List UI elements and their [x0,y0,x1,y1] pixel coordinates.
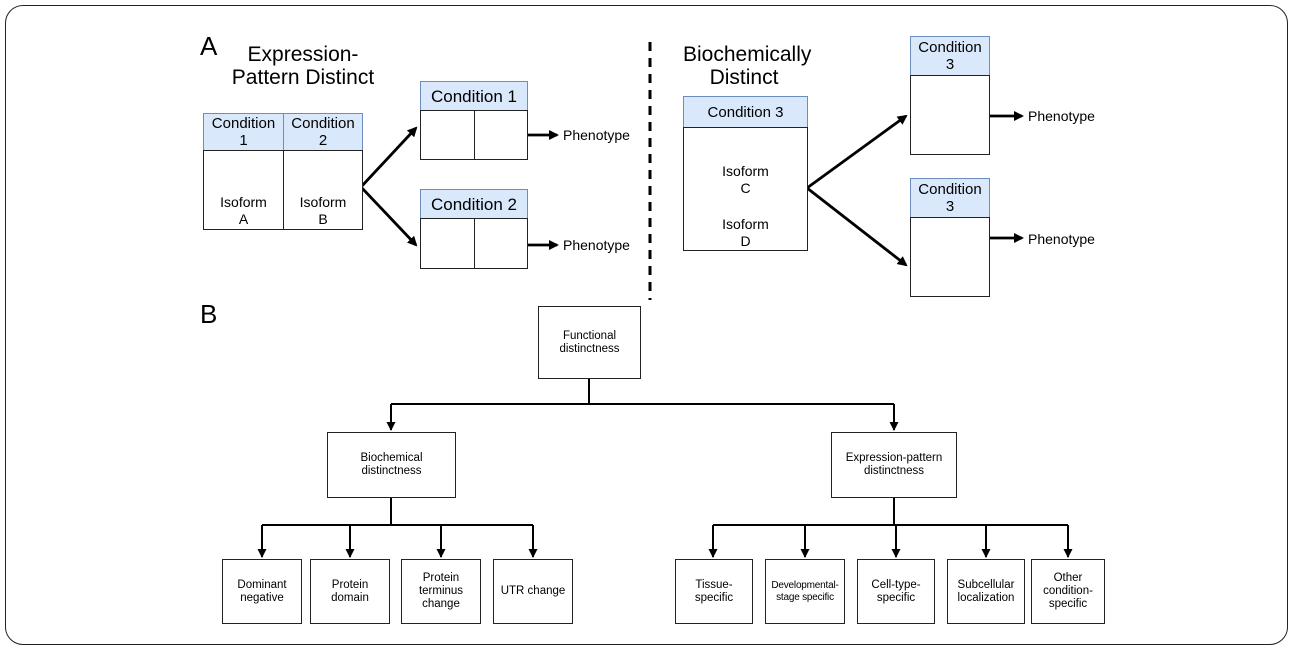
condition-1-cell-a [420,110,475,160]
condition-1-header: Condition 1 [203,113,284,151]
isoform-a-cell [203,150,284,230]
functional-distinctness-node: Functional distinctness [538,306,641,379]
condition-3-bottom-header: Condition 3 [910,178,990,218]
condition-3-header: Condition 3 [683,96,808,128]
dominant-negative-node: Dominant negative [222,559,302,624]
phenotype-label: Phenotype [1028,108,1095,124]
subcellular-localization-node: Subcellular localization [947,559,1025,624]
protein-terminus-change-node: Protein terminus change [401,559,481,624]
isoform-c-label: Isoform C [722,163,769,196]
panel-a-letter: A [200,31,218,61]
phenotype-label: Phenotype [1028,231,1095,247]
expression-pattern-title: Expression- Pattern Distinct [231,43,375,89]
tissue-specific-node: Tissue- specific [675,559,753,624]
isoform-d-label: Isoform D [722,216,769,249]
biochemically-distinct-title: Biochemically Distinct [683,43,812,89]
panel-b-letter: B [200,299,218,329]
condition-1-cell-b [474,110,528,160]
condition-2-cell-a [420,218,475,269]
phenotype-label: Phenotype [563,127,630,143]
condition-2-header: Condition 2 [283,113,363,151]
expression-pattern-distinctness-node: Expression-pattern distinctness [831,432,957,498]
phenotype-label: Phenotype [563,237,630,253]
cell-type-specific-node: Cell-type- specific [857,559,935,624]
condition-1-result-header: Condition 1 [420,81,528,111]
condition-2-result-header: Condition 2 [420,189,528,219]
utr-change-node: UTR change [493,559,573,624]
condition-3-top-header: Condition 3 [910,36,990,76]
other-condition-specific-node: Other condition- specific [1031,559,1105,624]
condition-3-bottom-cell [910,217,990,297]
condition-2-cell-b [474,218,528,269]
isoform-b-cell [283,150,363,230]
protein-domain-node: Protein domain [310,559,390,624]
figure-frame [5,5,1288,645]
isoform-b-label: Isoform B [299,194,347,227]
isoform-a-label: Isoform A [220,194,267,227]
developmental-stage-specific-node: Developmental- stage specific [765,559,845,624]
isoform-cd-cell [683,127,808,251]
condition-3-top-cell [910,75,990,155]
biochemical-distinctness-node: Biochemical distinctness [327,432,456,498]
